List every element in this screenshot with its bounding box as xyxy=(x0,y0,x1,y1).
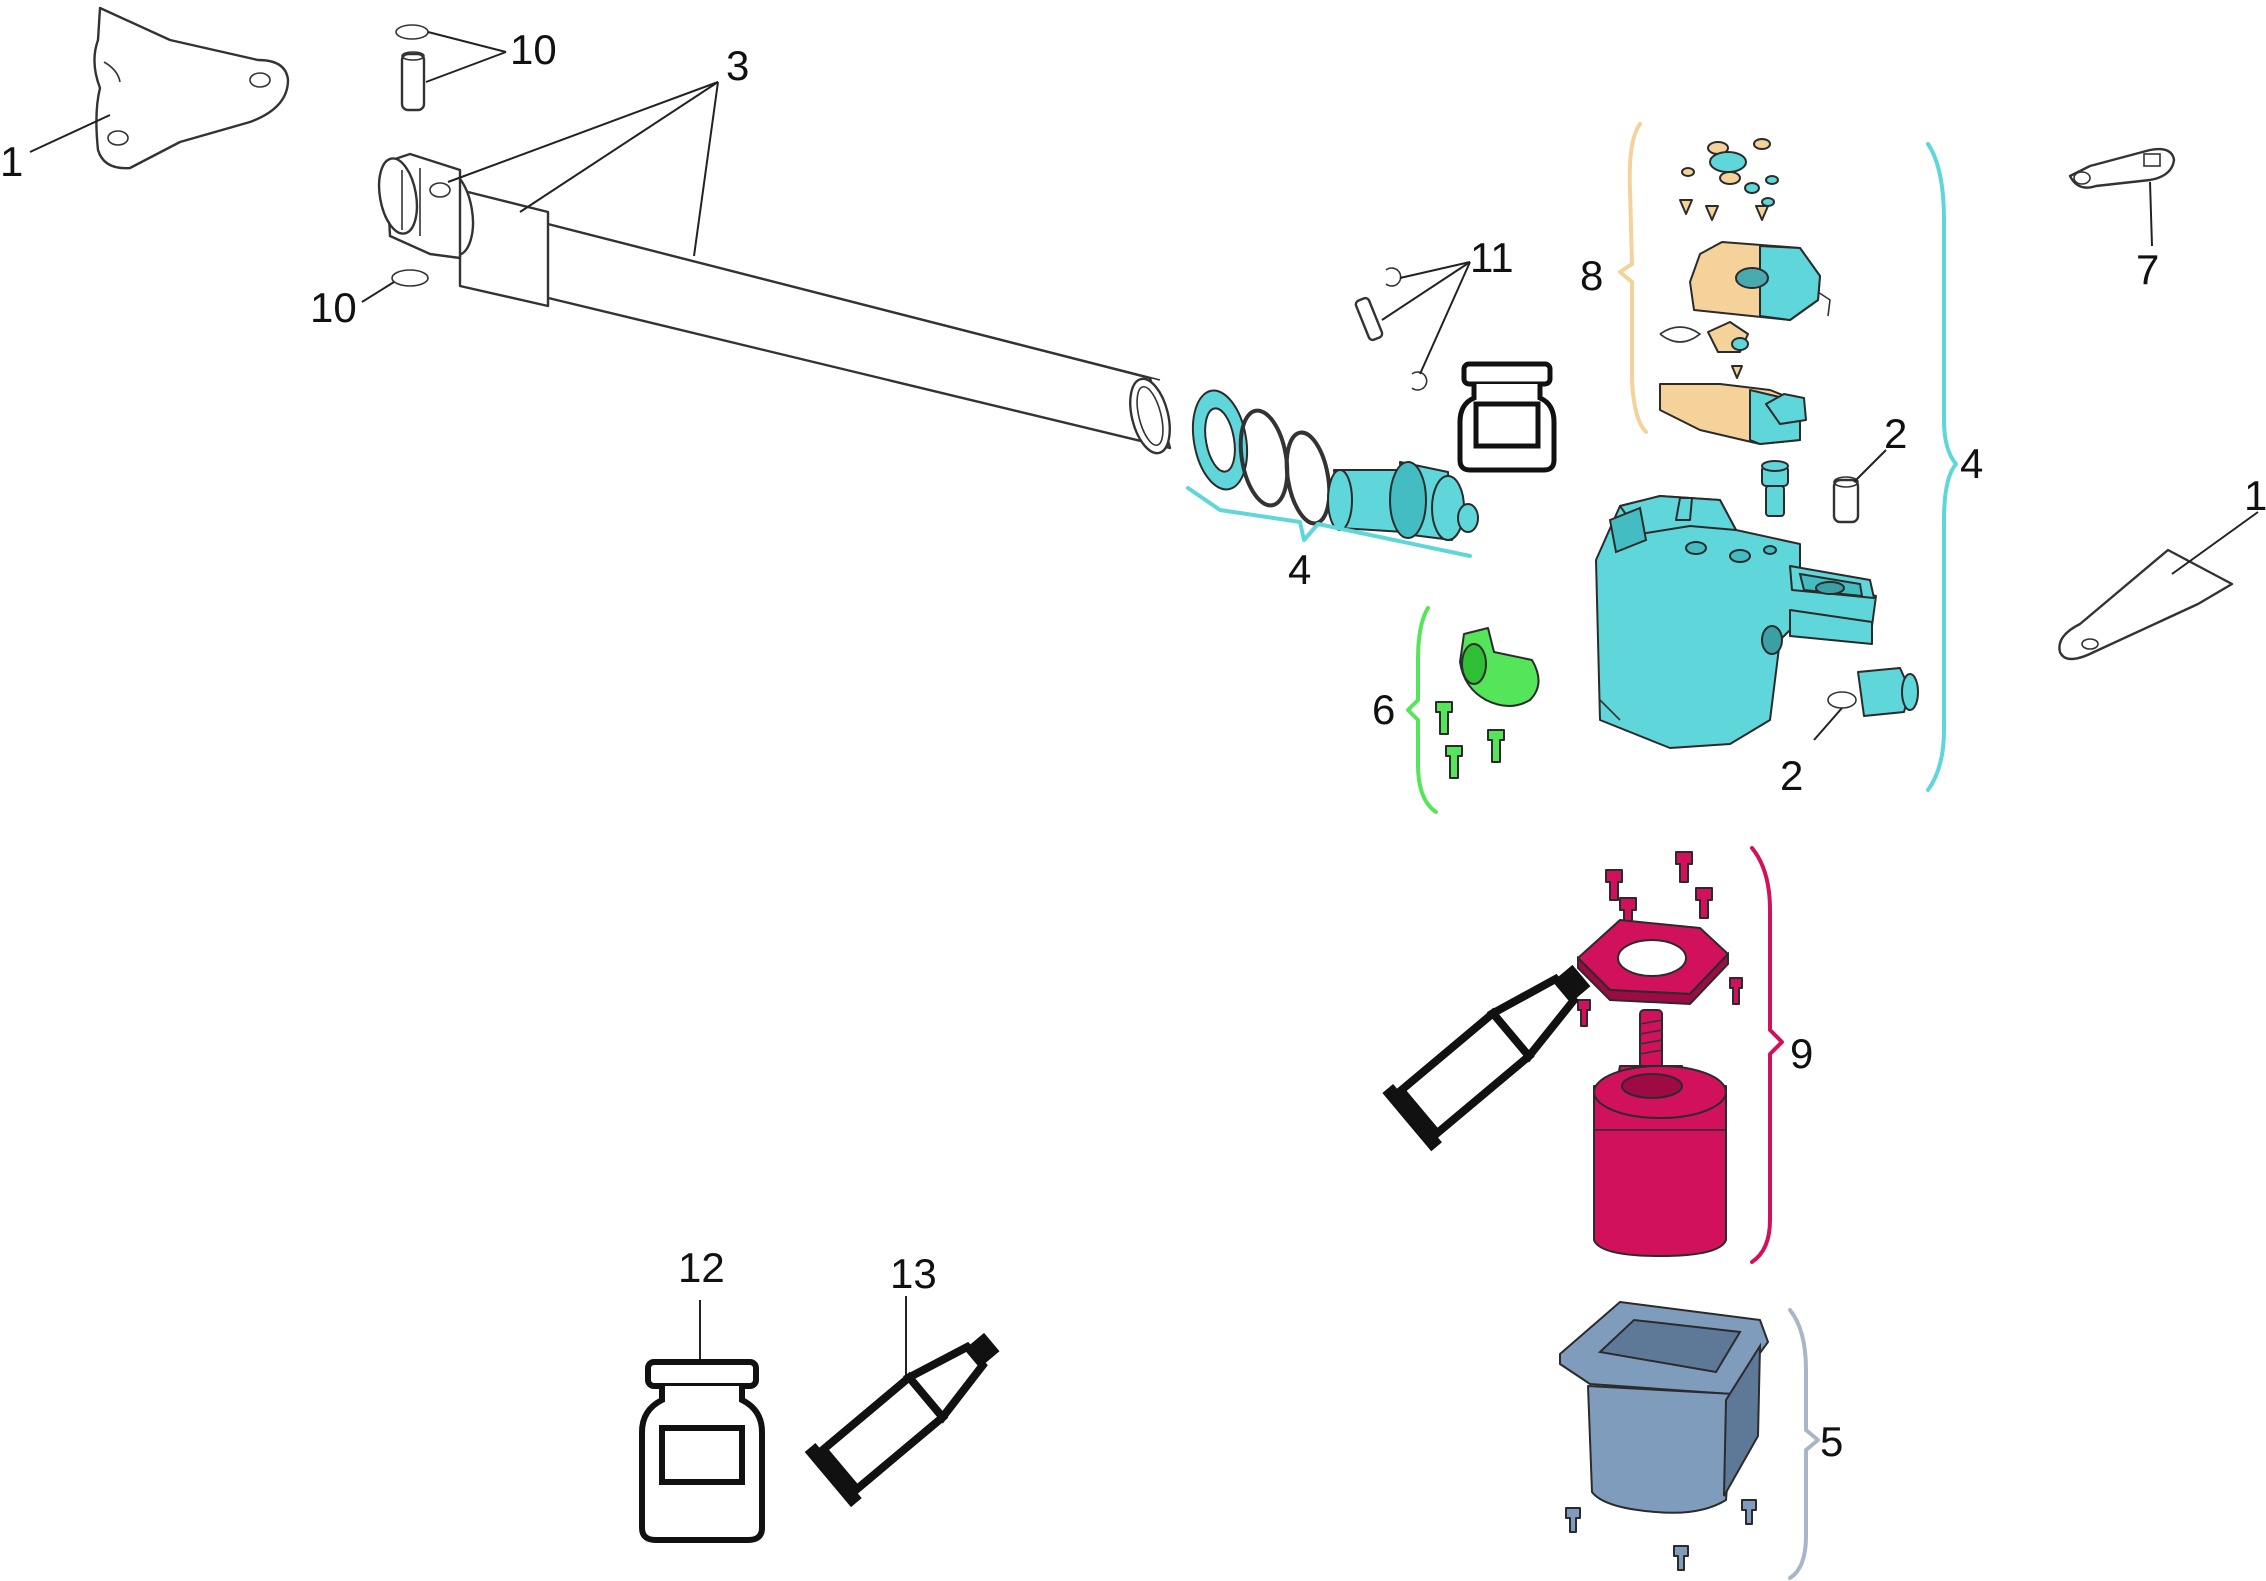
cover-5 xyxy=(1559,1301,1769,1571)
callout-5: 5 xyxy=(1820,1418,1843,1465)
callout-4-gearset: 4 xyxy=(1288,546,1311,593)
callout-4-group: 4 xyxy=(1960,440,1983,487)
screw-tube xyxy=(377,152,1172,455)
callout-7: 7 xyxy=(2136,246,2159,293)
bush-2-top xyxy=(1832,476,1860,524)
callout-12: 12 xyxy=(678,1244,725,1291)
cable-gland xyxy=(1761,460,1789,517)
grease-jar-12 xyxy=(639,1359,765,1543)
front-bracket-right xyxy=(2058,548,2234,661)
gear-set-4 xyxy=(1191,389,1479,541)
sealant-tube-13 xyxy=(804,1332,1000,1508)
callout-6: 6 xyxy=(1372,686,1395,733)
callout-11: 11 xyxy=(1470,234,1514,281)
callout-2-bottom: 2 xyxy=(1780,752,1803,799)
washer-2-bottom xyxy=(1827,691,1857,709)
callout-1-right: 1 xyxy=(2244,472,2266,519)
callout-9: 9 xyxy=(1790,1030,1813,1077)
pin-10-top xyxy=(395,24,429,112)
rear-bracket-left xyxy=(93,6,290,170)
release-kit-6 xyxy=(1435,627,1540,779)
sealant-tube-icon-small xyxy=(1382,964,1591,1152)
release-lever-7 xyxy=(2068,147,2176,189)
limit-switch-kit-8 xyxy=(1659,138,1831,445)
callout-2-top: 2 xyxy=(1884,410,1907,457)
callout-10-bottom: 10 xyxy=(310,284,357,331)
grease-jar-icon-small xyxy=(1457,361,1557,473)
callout-13: 13 xyxy=(890,1250,937,1297)
callout-3: 3 xyxy=(726,42,749,89)
motor-kit-9 xyxy=(1577,851,1743,1257)
ring-10-bottom xyxy=(391,269,429,287)
callout-1-left: 1 xyxy=(0,138,23,185)
callout-8: 8 xyxy=(1580,252,1603,299)
clips-pins-11 xyxy=(1354,267,1428,391)
callout-10-top: 10 xyxy=(510,26,557,73)
gearbox-housing xyxy=(1595,495,1919,749)
